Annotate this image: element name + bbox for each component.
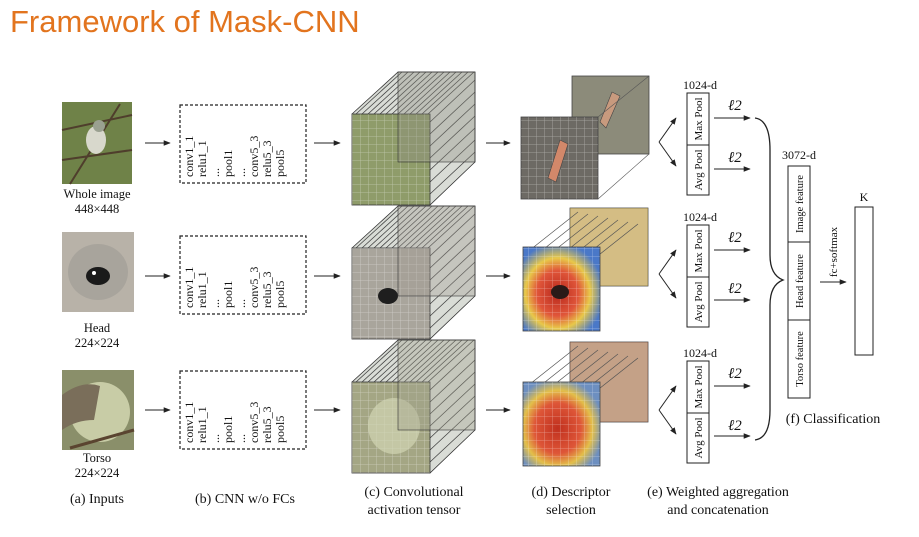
l2-norm-label: ℓ2 <box>728 366 742 382</box>
stage-label-agg-2: and concatenation <box>667 503 768 518</box>
stage-label-desc-2: selection <box>546 503 596 518</box>
stage-label-conv-1: (c) Convolutional <box>364 485 463 500</box>
row-torso: Torso 224×224 conv1_1relu1_1...pool1...c… <box>62 339 751 480</box>
stage-label-classification: (f) Classification <box>786 412 880 427</box>
cnn-layer-text: conv1_1relu1_1...pool1...conv5_3relu5_3p… <box>182 136 287 177</box>
pool-dim-label: 1024-d <box>683 346 717 360</box>
cnn-layer-text: conv1_1relu1_1...pool1...conv5_3relu5_3p… <box>182 267 287 308</box>
arrow-to-avg-pool <box>658 273 677 299</box>
l2-norm-label: ℓ2 <box>728 281 742 297</box>
l2-norm-label: ℓ2 <box>728 98 742 114</box>
activation-tensor <box>351 71 476 206</box>
head-feature-label: Head feature <box>795 254 806 308</box>
row-head: Head 224×224 conv1_1relu1_1...pool1...co… <box>62 205 751 350</box>
avg-pool-box <box>686 144 710 196</box>
torso-caption: Torso <box>83 451 111 465</box>
stage-label-desc-1: (d) Descriptor <box>532 485 611 500</box>
pool-dim-label: 1024-d <box>683 210 717 224</box>
head-photo <box>62 232 134 312</box>
stage-label-cnn: (b) CNN w/o FCs <box>195 492 295 507</box>
descriptor-selection <box>522 207 649 332</box>
arrow-to-max-pool <box>658 117 677 143</box>
max-pool-label: Max Pool <box>693 365 705 408</box>
head-caption: Head <box>84 321 111 335</box>
torso-size: 224×224 <box>75 466 120 480</box>
arrow-to-max-pool <box>658 249 677 275</box>
whole-image-size: 448×448 <box>75 202 120 216</box>
max-pool-label: Max Pool <box>693 229 705 272</box>
cnn-box <box>179 104 307 184</box>
output-k-label: K <box>860 190 869 204</box>
avg-pool-label: Avg Pool <box>693 149 705 190</box>
cnn-layer-text: conv1_1relu1_1...pool1...conv5_3relu5_3p… <box>182 402 287 443</box>
whole-image-photo <box>61 102 133 185</box>
descriptor-selection <box>522 341 649 467</box>
arrow-to-avg-pool <box>658 409 677 435</box>
cnn-box <box>179 235 307 315</box>
l2-norm-label: ℓ2 <box>728 418 742 434</box>
image-feature-label: Image feature <box>795 175 806 233</box>
cnn-box <box>179 370 307 450</box>
activation-tensor <box>351 205 476 340</box>
stage-label-conv-2: activation tensor <box>368 503 461 518</box>
page-title: Framework of Mask-CNN <box>10 4 360 39</box>
descriptor-selection <box>520 75 650 200</box>
svg-text:conv1_1relu1_1...pool1...conv5: conv1_1relu1_1...pool1...conv5_3relu5_3p… <box>182 402 287 443</box>
avg-pool-box <box>686 412 710 464</box>
output-vector <box>854 206 874 356</box>
l2-norm-label: ℓ2 <box>728 230 742 246</box>
avg-pool-box <box>686 276 710 328</box>
torso-feature-segment <box>787 319 811 399</box>
pool-dim-label: 1024-d <box>683 78 717 92</box>
l2-norm-label: ℓ2 <box>728 150 742 166</box>
max-pool-label: Max Pool <box>693 97 705 140</box>
row-whole-image: Whole image 448×448 conv1_1relu1_1...poo… <box>61 71 751 216</box>
concat-brace <box>754 117 785 441</box>
stage-label-agg-1: (e) Weighted aggregation <box>647 485 789 500</box>
head-size: 224×224 <box>75 336 120 350</box>
stage-label-inputs: (a) Inputs <box>70 492 124 507</box>
fc-softmax-label: fc+softmax <box>828 226 840 277</box>
avg-pool-label: Avg Pool <box>693 417 705 458</box>
avg-pool-label: Avg Pool <box>693 281 705 322</box>
arrow-to-avg-pool <box>658 141 677 167</box>
svg-text:conv1_1relu1_1...pool1...conv5: conv1_1relu1_1...pool1...conv5_3relu5_3p… <box>182 267 287 308</box>
concat-dim-label: 3072-d <box>782 148 816 162</box>
svg-text:conv1_1relu1_1...pool1...conv5: conv1_1relu1_1...pool1...conv5_3relu5_3p… <box>182 136 287 177</box>
activation-tensor <box>351 339 476 474</box>
whole-image-caption: Whole image <box>64 187 131 201</box>
torso-photo <box>62 370 135 450</box>
arrow-to-max-pool <box>658 385 677 411</box>
torso-feature-label: Torso feature <box>795 331 806 387</box>
